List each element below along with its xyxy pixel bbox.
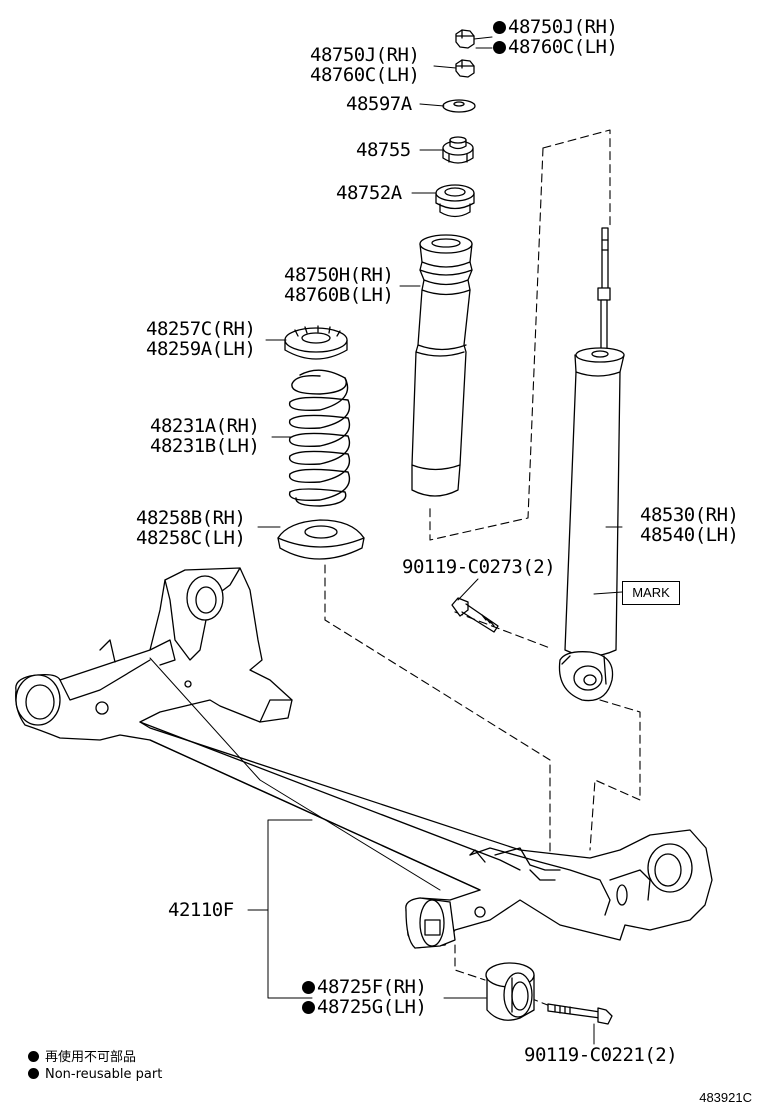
lower-bolt-part bbox=[547, 1003, 613, 1025]
diagram-code: 483921C bbox=[699, 1090, 752, 1105]
label-mount: 48755 bbox=[356, 139, 411, 161]
label-lower-bolt: 90119-C0221(2) bbox=[524, 1044, 678, 1066]
label-shock-absorber: 48530(RH) 48540(LH) bbox=[640, 504, 739, 546]
nut-second-part bbox=[455, 59, 475, 78]
non-reusable-bullet-icon bbox=[28, 1051, 39, 1062]
legend-english: Non-reusable part bbox=[28, 1067, 162, 1082]
leader-lines bbox=[247, 36, 623, 1045]
non-reusable-bullet-icon bbox=[28, 1068, 39, 1079]
nut-top-part bbox=[455, 29, 475, 49]
upper-bolt-part bbox=[451, 597, 499, 633]
mount-part bbox=[442, 136, 474, 164]
axle-beam-part bbox=[15, 567, 713, 949]
label-nut-top: 48750J(RH) 48760C(LH) bbox=[493, 18, 618, 57]
legend-japanese: 再使用不可部品 bbox=[28, 1046, 136, 1065]
label-bound-stopper: 48750H(RH) 48760B(LH) bbox=[284, 264, 394, 306]
upper-insulator-part bbox=[284, 325, 348, 360]
non-reusable-bullet-icon bbox=[302, 1001, 315, 1014]
axle-bushing-part bbox=[485, 962, 535, 1021]
bushing-part bbox=[435, 184, 475, 218]
label-washer: 48597A bbox=[346, 93, 412, 115]
label-axle-bushing: 48725F(RH) 48725G(LH) bbox=[302, 978, 427, 1017]
label-upper-bolt: 90119-C0273(2) bbox=[402, 556, 556, 578]
label-nut-second: 48750J(RH) 48760C(LH) bbox=[310, 44, 420, 86]
non-reusable-bullet-icon bbox=[493, 21, 506, 34]
lower-insulator-part bbox=[277, 519, 365, 560]
assembly-dashed-lines bbox=[324, 129, 641, 1011]
coil-spring-part bbox=[288, 369, 351, 507]
label-coil-spring: 48231A(RH) 48231B(LH) bbox=[150, 415, 260, 457]
washer-part bbox=[442, 99, 476, 113]
label-bushing: 48752A bbox=[336, 182, 402, 204]
mark-box: MARK bbox=[622, 581, 680, 605]
shock-absorber-part bbox=[558, 227, 625, 702]
label-axle-beam: 42110F bbox=[168, 899, 234, 921]
non-reusable-bullet-icon bbox=[302, 981, 315, 994]
label-upper-insulator: 48257C(RH) 48259A(LH) bbox=[146, 318, 256, 360]
bound-stopper-part bbox=[411, 234, 473, 497]
non-reusable-bullet-icon bbox=[493, 41, 506, 54]
label-lower-insulator: 48258B(RH) 48258C(LH) bbox=[136, 507, 246, 549]
